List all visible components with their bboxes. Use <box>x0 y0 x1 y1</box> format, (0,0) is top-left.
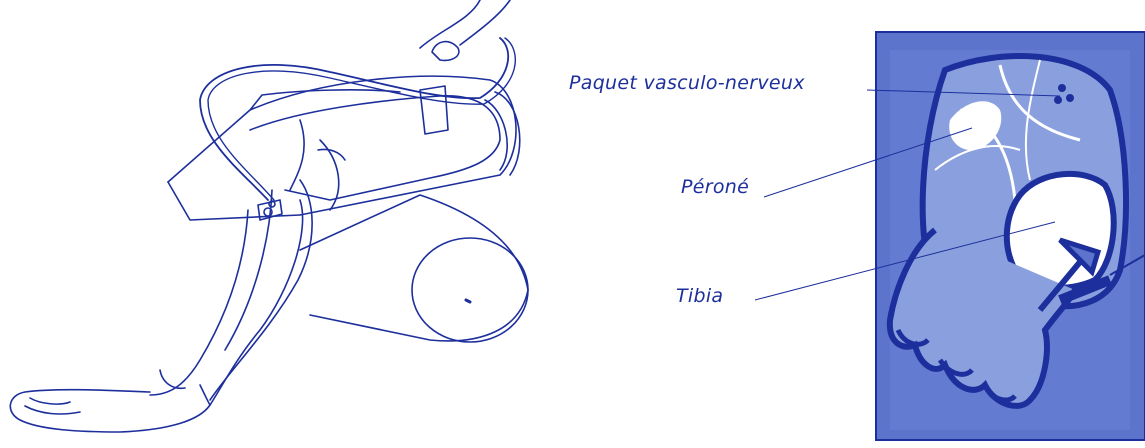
thigh <box>250 96 500 200</box>
hand-outline <box>420 0 480 48</box>
label-paquet-vasculo-nerveux: Paquet vasculo-nerveux <box>569 72 805 94</box>
bolster-lower <box>300 195 528 341</box>
shin <box>210 180 312 400</box>
cross-section-panel <box>876 32 1145 440</box>
foot <box>10 390 210 432</box>
label-perone: Péroné <box>681 176 749 198</box>
label-tibia: Tibia <box>676 285 723 307</box>
catheter-tube <box>200 38 508 200</box>
leg-drawing <box>10 0 528 432</box>
